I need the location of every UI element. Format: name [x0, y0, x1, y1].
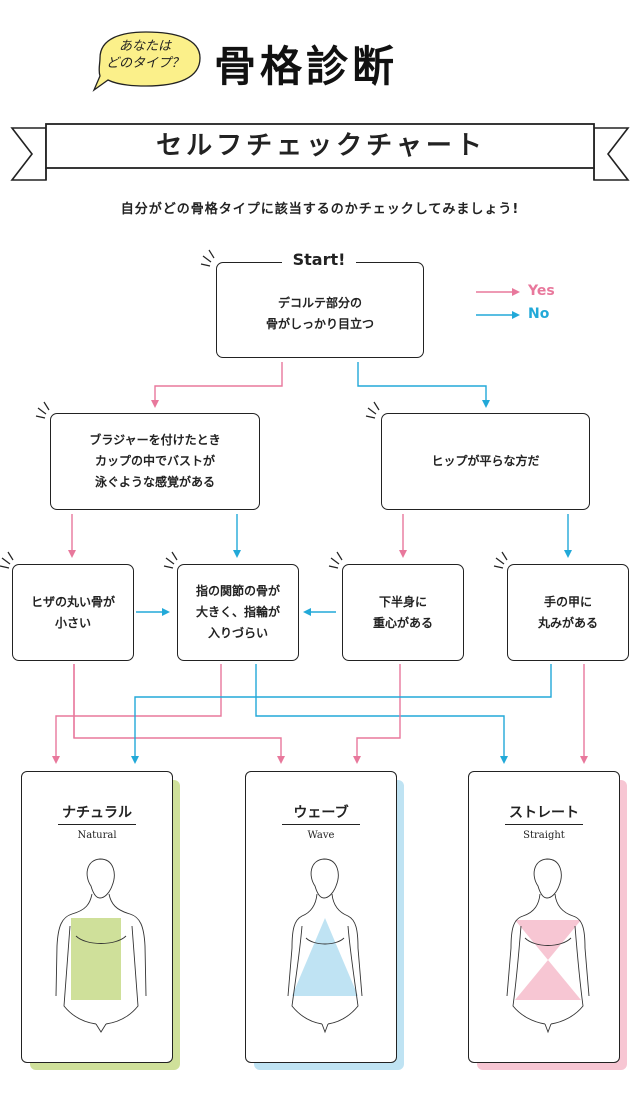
- legend-no: No: [528, 306, 550, 322]
- result-title: ナチュラル: [62, 805, 132, 821]
- yes-connector: [73, 664, 285, 764]
- node-start: デコルテ部分の 骨がしっかり目立つ: [216, 262, 424, 358]
- start-label: Start!: [282, 250, 356, 270]
- intro-text: 自分がどの骨格タイプに該当するのかチェックしてみましょう!: [120, 202, 520, 217]
- result-en-name: Straight: [523, 830, 565, 841]
- bubble-text: あなたは どのタイプ？: [98, 38, 192, 72]
- result-title: ウェーブ: [293, 805, 349, 821]
- result-en-name: Natural: [77, 830, 117, 841]
- node-finger: 指の関節の骨が 大きく、指輪が 入りづらい: [177, 564, 299, 661]
- sparkle-icon: [35, 401, 50, 419]
- result-en-name: Wave: [307, 830, 335, 841]
- sparkle-icon: [0, 551, 14, 569]
- no-connector: [255, 664, 508, 764]
- result-card-natural: ナチュラル Natural: [21, 771, 173, 1063]
- speech-bubble: [92, 31, 201, 92]
- no-connector: [131, 664, 552, 764]
- bubble-line-2: どのタイプ？: [105, 56, 184, 71]
- node-lower: 下半身に 重心がある: [342, 564, 464, 661]
- title-ribbon: [10, 123, 630, 181]
- yes-connector: [52, 664, 222, 764]
- result-card-straight: ストレート Straight: [468, 771, 620, 1063]
- divider: [505, 824, 583, 825]
- node-hand: 手の甲に 丸みがある: [507, 564, 629, 661]
- yes-connector: [353, 664, 401, 764]
- node-bra: ブラジャーを付けたとき カップの中でバストが 泳ぐような感覚がある: [50, 413, 260, 510]
- divider: [282, 824, 360, 825]
- natural-body-figure: [55, 858, 147, 1033]
- yes-connector: [151, 362, 283, 408]
- sparkle-icon: [493, 551, 508, 569]
- divider: [58, 824, 136, 825]
- straight-body-figure: [506, 858, 590, 1034]
- result-title: ストレート: [509, 805, 579, 821]
- page-title: 骨格診断: [214, 42, 399, 91]
- bubble-line-1: あなたは: [118, 39, 171, 54]
- legend-yes: Yes: [528, 283, 555, 299]
- node-knee: ヒザの丸い骨が 小さい: [12, 564, 134, 661]
- no-connector: [357, 362, 490, 408]
- chart-subtitle: セルフチェックチャート: [156, 131, 486, 161]
- node-hip: ヒップが平らな方だ: [381, 413, 590, 510]
- sparkle-icon: [365, 401, 380, 419]
- sparkle-icon: [200, 249, 215, 267]
- wave-body-figure: [287, 858, 363, 1034]
- sparkle-icon: [163, 551, 178, 569]
- sparkle-icon: [328, 551, 343, 569]
- result-card-wave: ウェーブ Wave: [245, 771, 397, 1063]
